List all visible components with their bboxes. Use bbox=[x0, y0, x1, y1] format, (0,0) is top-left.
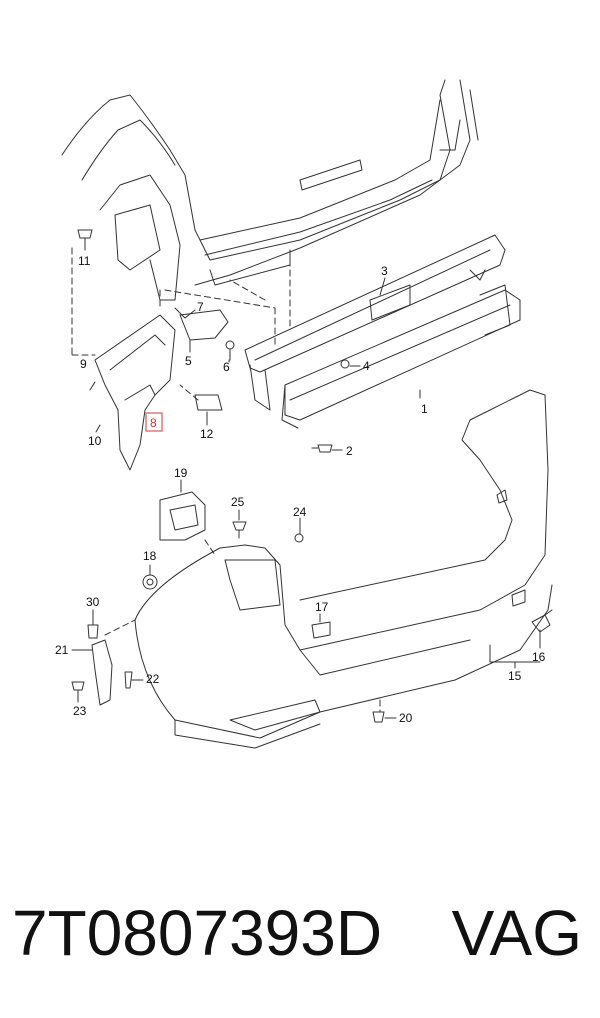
absorber-3 bbox=[244, 234, 506, 411]
label-21: 21 bbox=[55, 643, 69, 657]
guide-21 bbox=[71, 624, 133, 706]
label-30: 30 bbox=[86, 595, 100, 609]
bolt-20 bbox=[372, 711, 385, 723]
clip-17 bbox=[311, 621, 331, 639]
label-22: 22 bbox=[146, 672, 160, 686]
label-17: 17 bbox=[315, 600, 329, 614]
label-8: 8 bbox=[150, 416, 157, 430]
part-labels: 1 2 3 4 5 6 7 8 9 10 11 12 15 16 17 18 1… bbox=[55, 254, 546, 725]
cover-19 bbox=[159, 491, 206, 541]
highlight-box-8 bbox=[145, 412, 163, 432]
label-18: 18 bbox=[143, 549, 157, 563]
label-1: 1 bbox=[421, 402, 428, 416]
bumper-carrier-1 bbox=[281, 284, 521, 429]
label-5: 5 bbox=[185, 354, 192, 368]
label-3: 3 bbox=[381, 264, 388, 278]
bumper-cover bbox=[134, 389, 553, 749]
label-23: 23 bbox=[73, 704, 87, 718]
label-10: 10 bbox=[88, 434, 102, 448]
label-2: 2 bbox=[346, 444, 353, 458]
exploded-parts-diagram: 1 2 3 4 5 6 7 8 9 10 11 12 15 16 17 18 1… bbox=[55, 79, 553, 749]
bolt-2 bbox=[311, 444, 333, 453]
label-24: 24 bbox=[293, 505, 307, 519]
label-11: 11 bbox=[78, 254, 91, 268]
sensor-12 bbox=[194, 394, 223, 411]
label-16: 16 bbox=[532, 650, 546, 664]
label-12: 12 bbox=[200, 427, 214, 441]
clip-18 bbox=[142, 574, 158, 590]
label-20: 20 bbox=[399, 711, 413, 725]
label-6: 6 bbox=[223, 360, 230, 374]
part-number: 7T0807393D bbox=[12, 897, 383, 969]
fastener-25 bbox=[232, 521, 247, 539]
label-25: 25 bbox=[231, 495, 245, 509]
nut-4 bbox=[340, 359, 350, 369]
screw-6 bbox=[225, 340, 235, 361]
fastener-24 bbox=[294, 533, 304, 543]
assembly-dash-lines bbox=[71, 247, 381, 713]
label-leaders bbox=[71, 277, 541, 719]
brand-label: VAG bbox=[451, 897, 582, 969]
bolt-11 bbox=[77, 229, 93, 251]
label-4: 4 bbox=[363, 359, 370, 373]
connector-16 bbox=[531, 609, 553, 633]
side-bracket-8 bbox=[94, 314, 176, 471]
label-19: 19 bbox=[174, 466, 188, 480]
label-9: 9 bbox=[80, 357, 87, 371]
label-15: 15 bbox=[508, 669, 522, 683]
label-7: 7 bbox=[197, 300, 204, 314]
body-structure bbox=[61, 79, 479, 301]
guide-bracket-7 bbox=[174, 307, 229, 341]
